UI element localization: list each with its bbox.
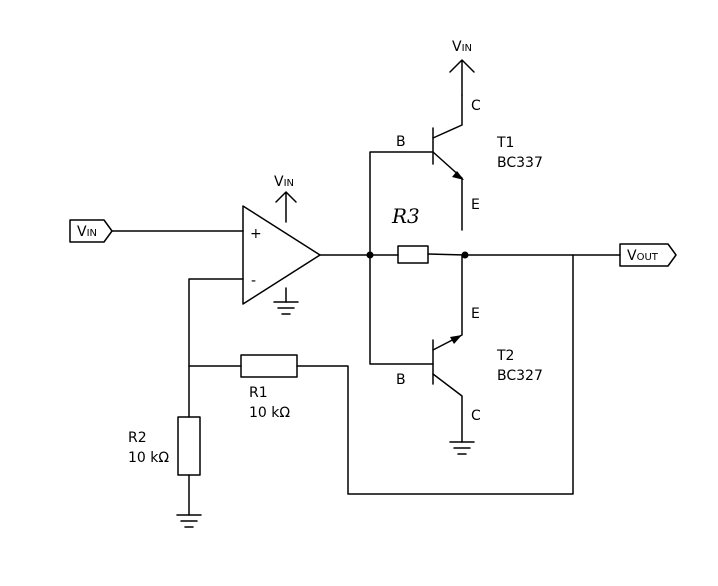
t2-ground-icon xyxy=(449,441,475,455)
resistor-r1: R1 10 kΩ xyxy=(188,354,298,421)
opamp-ground-icon xyxy=(273,301,299,315)
t1-collector-label: C xyxy=(471,98,481,114)
opamp-supply-label: V xyxy=(274,174,284,190)
r1-value: 10 kΩ xyxy=(249,405,290,421)
r2-label: R2 xyxy=(128,430,147,446)
transistor-t1: B C E T1 BC337 xyxy=(369,94,543,256)
t2-collector-label: C xyxy=(471,408,481,424)
r3-label: R3 xyxy=(391,204,420,228)
feedback-wire xyxy=(296,254,574,495)
opamp-supply-sub: IN xyxy=(284,178,294,189)
t2-emitter-label: E xyxy=(471,306,480,322)
top-supply-sub: IN xyxy=(462,43,472,54)
opamp-plus-label: + xyxy=(250,226,262,242)
t1-part-number: BC337 xyxy=(497,155,543,171)
t2-name: T2 xyxy=(496,348,514,364)
t2-part-number: BC327 xyxy=(497,368,543,384)
opamp-minus-label: - xyxy=(251,273,256,289)
input-port-label: V xyxy=(77,224,87,240)
output-port-label: V xyxy=(627,248,637,264)
svg-text:VIN: VIN xyxy=(274,174,294,190)
output-port-sub: OUT xyxy=(637,252,659,263)
input-port-sub: IN xyxy=(87,228,97,239)
inverting-input-wire xyxy=(188,278,244,418)
svg-text:VIN: VIN xyxy=(77,224,97,240)
input-port: VIN xyxy=(69,219,244,243)
junction-base-node xyxy=(366,251,374,259)
top-supply-symbol: VIN xyxy=(449,39,475,96)
transistor-t2: B E C T2 BC327 xyxy=(369,254,543,443)
t2-base-label: B xyxy=(396,372,406,388)
t1-name: T1 xyxy=(496,135,514,151)
svg-text:VIN: VIN xyxy=(452,39,472,55)
top-supply-label: V xyxy=(452,39,462,55)
t2-emitter-arrow-icon xyxy=(450,335,462,344)
resistor-r3: R3 xyxy=(369,204,466,264)
r2-value: 10 kΩ xyxy=(128,450,169,466)
t1-emitter-arrow-icon xyxy=(452,171,464,180)
output-port: VOUT xyxy=(464,243,677,267)
t1-base-label: B xyxy=(396,134,406,150)
r2-ground-icon xyxy=(176,514,202,528)
r1-label: R1 xyxy=(249,385,268,401)
svg-text:VOUT: VOUT xyxy=(627,248,659,264)
opamp: + - VIN xyxy=(242,174,371,315)
resistor-r2: R2 10 kΩ xyxy=(128,416,201,516)
t1-emitter-label: E xyxy=(471,197,480,213)
